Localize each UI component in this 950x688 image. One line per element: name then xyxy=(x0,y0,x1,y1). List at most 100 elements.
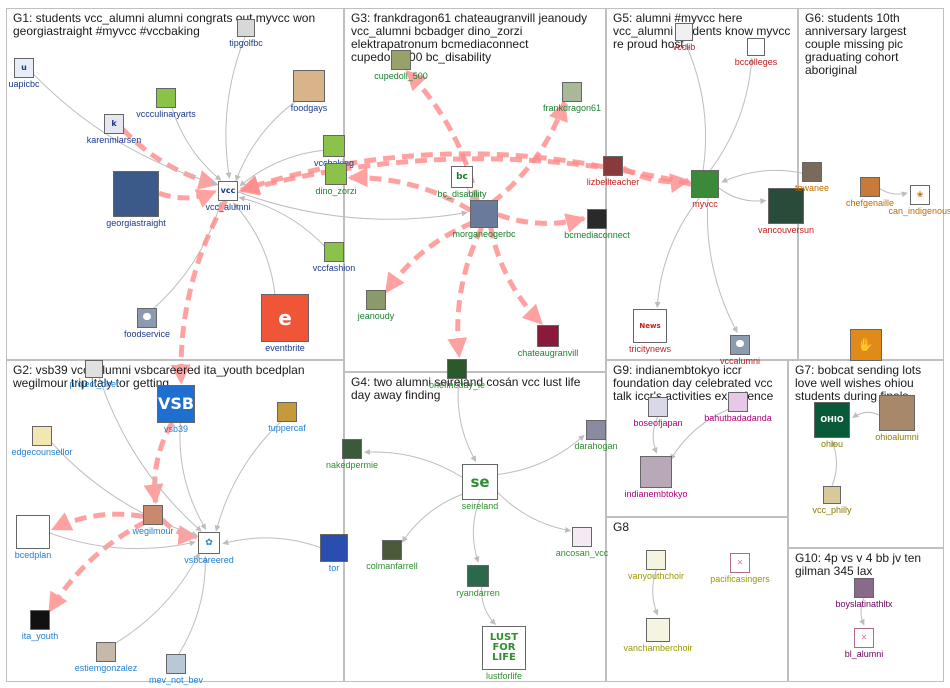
node-project_chef[interactable]: project_chef xyxy=(69,360,119,389)
node-vccbaking[interactable]: vccbaking xyxy=(314,135,354,168)
photo-icon xyxy=(586,420,606,440)
node-foodservice[interactable]: foodservice xyxy=(124,308,170,339)
node-wegilmour[interactable]: wegilmour xyxy=(132,505,174,536)
node-label: vccfashion xyxy=(312,263,356,273)
node-label: ancosan_vcc xyxy=(555,548,609,558)
photo-icon xyxy=(237,19,255,37)
node-label: project_chef xyxy=(69,379,119,389)
node-label: estiemgonzalez xyxy=(74,663,138,673)
photo-icon xyxy=(85,360,103,378)
edge-wegilmour-ita_youth xyxy=(47,519,147,613)
edge-seireland-ancosan_vcc xyxy=(495,490,572,533)
node-bcmediaconnect[interactable]: bcmediaconnect xyxy=(564,209,630,240)
edge-onefineday_ie-seireland xyxy=(457,378,477,462)
node-jeanoudy[interactable]: jeanoudy xyxy=(358,290,394,321)
node-g6_hands[interactable]: ✋ xyxy=(850,329,882,361)
node-icon-mark: LUST FOR LIFE xyxy=(489,632,519,663)
node-vsbcareered[interactable]: ✿vsbcareered xyxy=(184,532,234,565)
edge-seireland-ryandarren xyxy=(472,499,481,563)
node-label: bl_alumni xyxy=(844,649,884,659)
user-silhouette-icon xyxy=(736,339,744,348)
node-tipgolfbc[interactable]: tipgolfbc xyxy=(229,19,263,48)
group-box-g5: G5: alumni #myvcc here vcc_alumni studen… xyxy=(606,8,798,360)
node-morganeogerbc[interactable]: morganeogerbc xyxy=(452,200,516,239)
photo-icon xyxy=(447,359,467,379)
node-vcclib[interactable]: vcclib xyxy=(673,23,695,52)
node-label: bccolleges xyxy=(734,57,778,67)
node-icon-mark: vcc xyxy=(220,186,236,195)
node-vanchamberchoir[interactable]: vanchamberchoir xyxy=(623,618,693,653)
node-pacificasingers[interactable]: ✕pacificasingers xyxy=(710,553,770,584)
group-title-g1: G1: students vcc_alumni alumni congrats … xyxy=(13,11,316,38)
node-label: lizbellteacher xyxy=(586,177,640,187)
node-ancosan_vcc[interactable]: ancosan_vcc xyxy=(556,527,608,558)
node-indianembtokyo[interactable]: indianembtokyo xyxy=(624,456,688,499)
node-ita_youth[interactable]: ita_youth xyxy=(22,610,58,641)
node-bl_alumni[interactable]: ✕ bl_alumni xyxy=(845,628,883,659)
node-colmanfarrell[interactable]: colmanfarrell xyxy=(366,540,418,571)
node-boyslatinathltx[interactable]: boyslatinathltx xyxy=(835,578,893,609)
node-foodgays[interactable]: foodgays xyxy=(291,70,327,113)
node-label: vcc_philly xyxy=(812,505,852,515)
node-vccalumni[interactable]: vccalumni xyxy=(720,335,760,366)
logo-icon: News xyxy=(633,309,667,343)
node-tuppercaf[interactable]: tuppercaf xyxy=(268,402,306,433)
node-label: boseofjapan xyxy=(633,418,683,428)
node-onefineday_ie[interactable]: onefineday_ie xyxy=(429,359,485,390)
node-chefgenaille[interactable]: chefgenaille xyxy=(846,177,894,208)
node-boseofjapan[interactable]: boseofjapan xyxy=(633,397,683,428)
node-nakedpermie[interactable]: nakedpermie xyxy=(326,439,378,470)
logo-icon xyxy=(572,527,592,547)
node-darahogan[interactable]: darahogan xyxy=(574,420,618,451)
user-icon xyxy=(730,335,750,355)
node-mev_not_bev[interactable]: mev_not_bev xyxy=(149,654,203,685)
node-icon-mark: ✕ xyxy=(860,633,868,642)
photo-icon xyxy=(603,156,623,176)
edge-myvcc-vccalumni xyxy=(706,197,738,333)
node-vancouversun[interactable]: vancouversun xyxy=(758,188,814,235)
node-lizbellteacher[interactable]: lizbellteacher xyxy=(587,156,639,187)
node-vccculinaryarts[interactable]: vccculinaryarts xyxy=(136,88,196,119)
node-vcc_philly[interactable]: vcc_philly xyxy=(812,486,852,515)
node-bahutbadadanda[interactable]: bahutbadadanda xyxy=(704,392,772,423)
node-cupedoll_500[interactable]: cupedoll_500 xyxy=(374,50,428,81)
node-estiemgonzalez[interactable]: estiemgonzalez xyxy=(75,642,137,673)
node-vccfashion[interactable]: vccfashion xyxy=(313,242,355,273)
broken-image-icon: ✕ xyxy=(730,553,750,573)
node-ryandarren[interactable]: ryandarren xyxy=(456,565,500,598)
edge-myvcc-vancouversun xyxy=(718,187,767,205)
node-dino_zorzi[interactable]: dino_zorzi xyxy=(315,163,357,196)
node-ohioalumni[interactable]: ohioalumni xyxy=(875,395,919,442)
node-vanyouthchoir[interactable]: vanyouthchoir xyxy=(628,550,684,581)
node-myvcc[interactable]: myvcc xyxy=(691,170,719,209)
user-icon xyxy=(137,308,157,328)
logo-icon xyxy=(691,170,719,198)
group-box-g7: G7: bobcat sending lots love well wishes… xyxy=(788,360,944,548)
node-chateaugranvill[interactable]: chateaugranvill xyxy=(518,325,578,358)
node-icon-mark: bc xyxy=(456,171,468,182)
edge-project_chef-vsbcareered xyxy=(98,376,202,532)
node-bccolleges[interactable]: bccolleges xyxy=(735,38,777,67)
node-can_indigenous[interactable]: ❀can_indigenous xyxy=(888,185,950,216)
node-tewanee[interactable]: tewanee xyxy=(795,162,829,193)
node-icon-mark: ✿ xyxy=(205,537,213,548)
edge-myvcc-vcclib xyxy=(685,43,707,171)
node-bcedplan[interactable]: bcedplan xyxy=(15,515,51,560)
node-edgecounsellor[interactable]: edgecounsellor xyxy=(11,426,73,457)
edge-seireland-colmanfarrell xyxy=(401,492,466,543)
node-tor[interactable]: tor xyxy=(320,534,348,573)
node-georgiastraight[interactable]: georgiastraight xyxy=(106,171,166,228)
node-label: vancouversun xyxy=(757,225,815,235)
node-frankdragon61[interactable]: frankdragon61 xyxy=(543,82,601,113)
edge-myvcc-bccolleges xyxy=(709,57,755,172)
